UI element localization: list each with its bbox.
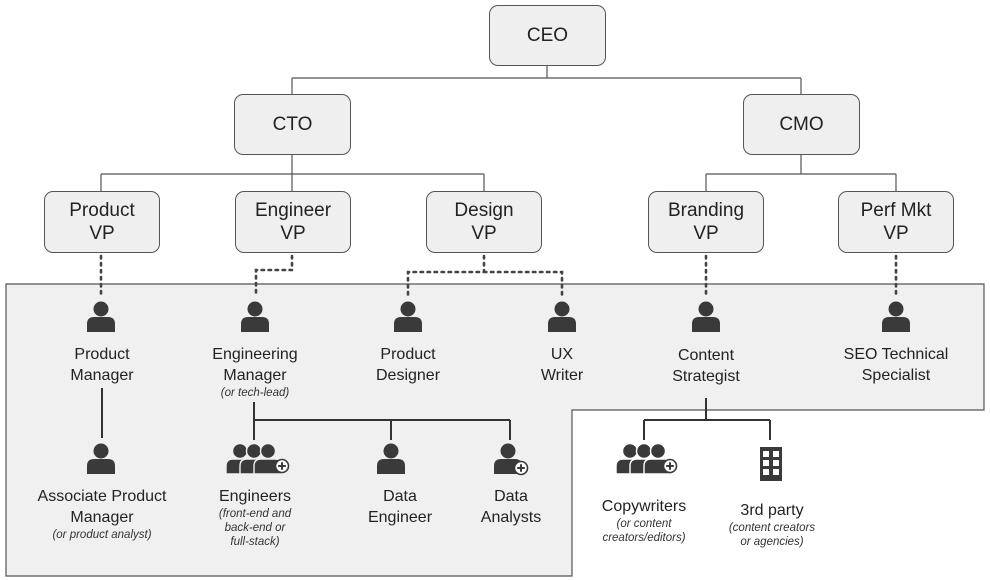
node-design-vp: Design VP <box>426 191 542 253</box>
tree-connectors <box>100 66 897 191</box>
building-icon <box>760 447 782 481</box>
node-cto: CTO <box>234 94 351 155</box>
plus-icon-copywriters <box>662 458 678 474</box>
label-seo-specialist: SEO Technical Specialist <box>843 346 949 384</box>
team-panel <box>5 283 985 577</box>
label-data-analysts: Data Analysts <box>480 488 542 526</box>
label-content-strategist: Content Strategist <box>672 347 740 385</box>
node-ceo: CEO <box>489 5 606 66</box>
group-plus-icon-engineers <box>225 442 283 475</box>
node-perf-mkt-vp: Perf Mkt VP <box>838 191 954 253</box>
label-engineers: Engineers (front-end and back-end or ful… <box>218 488 292 548</box>
label-associate-pm: Associate Product Manager (or product an… <box>37 488 167 541</box>
label-third-party: 3rd party (content creators or agencies) <box>728 502 816 548</box>
label-ux-writer: UX Writer <box>540 346 584 384</box>
team-connectors <box>101 388 771 440</box>
label-product-manager: Product Manager <box>70 346 134 384</box>
label-copywriters: Copywriters (or content creators/editors… <box>601 498 687 544</box>
label-data-engineer: Data Engineer <box>367 488 433 526</box>
dotted-connectors <box>99 254 898 298</box>
node-cmo: CMO <box>743 94 860 155</box>
plus-icon-engineers <box>274 458 290 474</box>
node-branding-vp: Branding VP <box>648 191 764 253</box>
label-product-designer: Product Designer <box>375 346 441 384</box>
node-engineer-vp: Engineer VP <box>235 191 351 253</box>
node-product-vp: Product VP <box>44 191 160 253</box>
label-engineering-manager: Engineering Manager (or tech-lead) <box>212 346 298 399</box>
